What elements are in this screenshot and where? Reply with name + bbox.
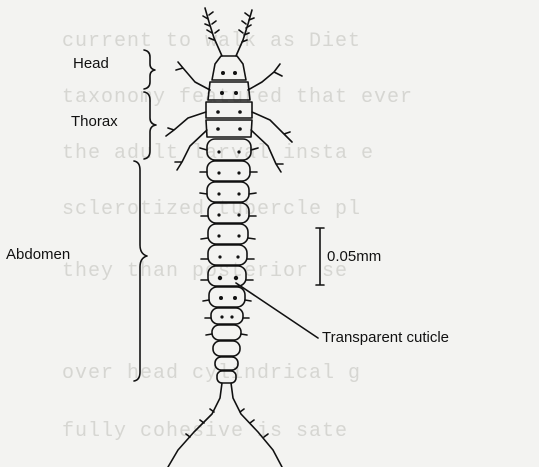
abdominal-segment xyxy=(215,357,238,370)
abdominal-segment xyxy=(208,245,247,265)
head-bracket xyxy=(144,50,155,89)
label-abdomen: Abdomen xyxy=(6,246,70,263)
prothorax-segment xyxy=(208,82,250,100)
abdominal-segment xyxy=(217,371,236,383)
left-midleg xyxy=(166,112,206,136)
abdominal-segment xyxy=(207,161,250,181)
metathorax-segment xyxy=(206,120,252,137)
head-capsule xyxy=(212,56,246,80)
scale-bar xyxy=(316,228,324,285)
abdominal-segment xyxy=(208,203,249,223)
cuticle-pointer-line xyxy=(236,283,318,338)
right-cercus xyxy=(231,383,282,467)
abdomen-segments xyxy=(207,139,251,383)
abdominal-segment xyxy=(208,224,248,244)
cercus-setae xyxy=(186,409,268,437)
dorsal-spots xyxy=(216,71,242,319)
right-hindleg xyxy=(251,130,283,172)
abdomen-bracket xyxy=(134,161,147,381)
left-antenna xyxy=(203,8,222,56)
right-antenna xyxy=(236,10,254,56)
thorax-bracket xyxy=(144,92,156,159)
label-thorax: Thorax xyxy=(71,113,118,130)
abdominal-segment xyxy=(207,139,251,160)
left-cercus xyxy=(168,383,222,467)
mesothorax-segment xyxy=(206,102,252,118)
abdominal-segment xyxy=(211,308,243,324)
label-scale: 0.05mm xyxy=(327,248,381,265)
abdominal-segment xyxy=(208,266,246,286)
abdominal-segment xyxy=(207,182,249,202)
left-foreleg xyxy=(176,62,210,90)
left-hindleg xyxy=(175,130,207,170)
abdominal-segment xyxy=(212,325,241,340)
abdominal-segment xyxy=(213,341,240,356)
right-foreleg xyxy=(248,64,282,90)
abdominal-segment xyxy=(209,287,245,307)
label-transparent-cuticle: Transparent cuticle xyxy=(322,329,449,346)
label-head: Head xyxy=(73,55,109,72)
